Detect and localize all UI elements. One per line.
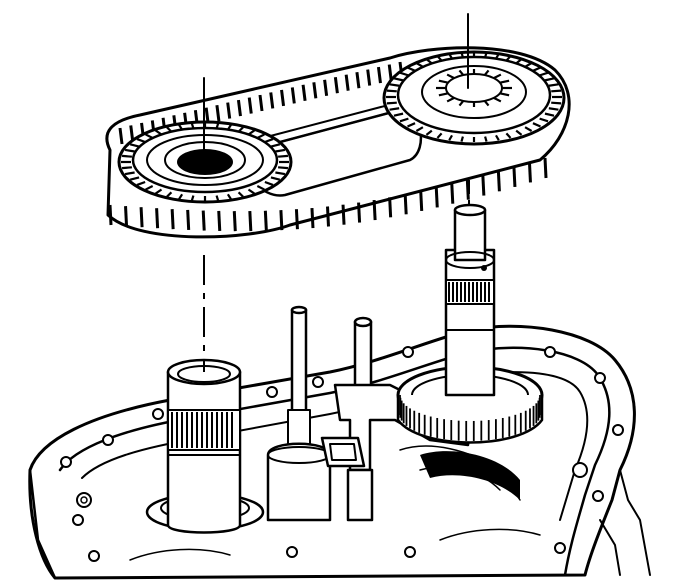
left-sprocket-teeth <box>121 123 289 201</box>
shaft-splines <box>171 412 233 448</box>
mainshaft-splines <box>448 282 490 302</box>
drive-chain-and-sprockets <box>105 46 571 239</box>
alignment-lines <box>203 180 470 372</box>
front-output-shaft <box>145 358 265 534</box>
mainshaft-assembly <box>396 203 544 444</box>
shift-fork-assembly <box>266 305 472 522</box>
clutch-ring-teeth <box>399 395 541 441</box>
flange-bolt-holes <box>60 346 624 562</box>
chain-links <box>108 61 548 232</box>
right-sprocket-teeth <box>386 52 562 142</box>
leader-lines <box>203 13 469 161</box>
